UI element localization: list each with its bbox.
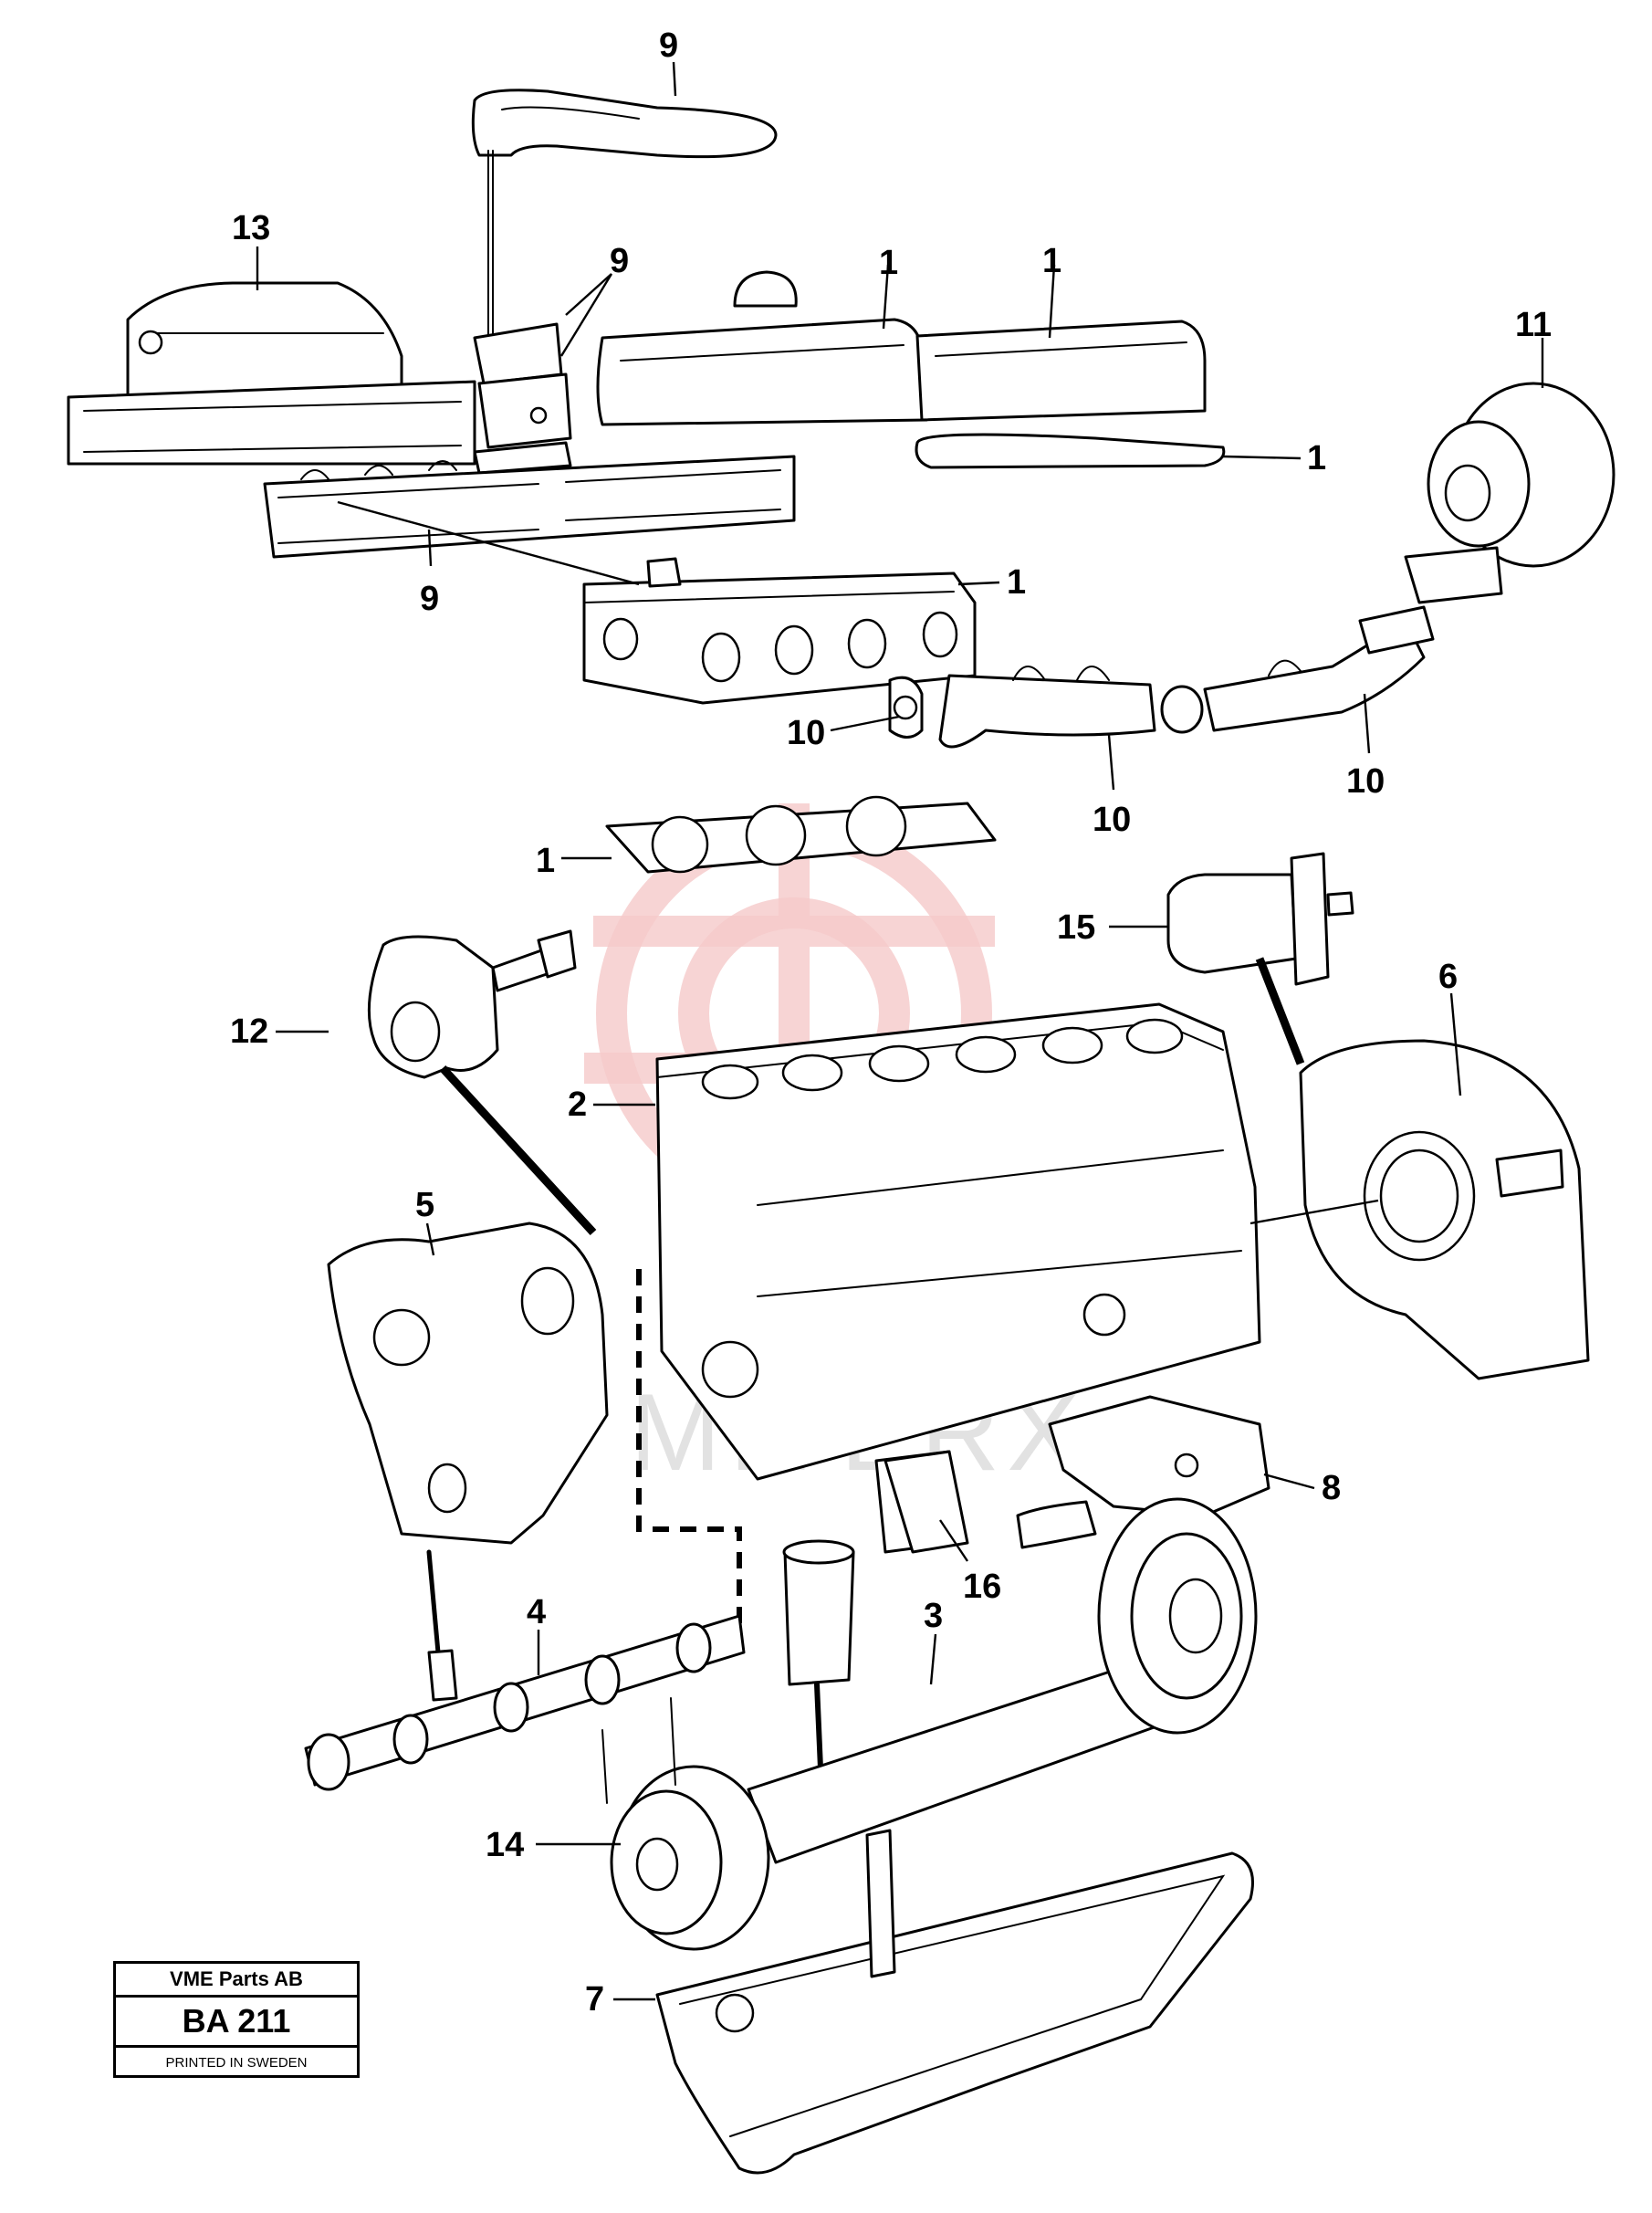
intake-manifold-part (263, 455, 796, 559)
callout-7: 7 (585, 1980, 604, 2019)
callout-11: 11 (1515, 306, 1552, 344)
callout-14: 14 (486, 1826, 524, 1864)
callout-1: 1 (1007, 563, 1026, 602)
camshaft-part (304, 1549, 746, 1791)
callout-13: 13 (232, 209, 270, 247)
engine-block-part (655, 1002, 1261, 1554)
callout-10: 10 (787, 714, 825, 752)
oil-sump-part (655, 1829, 1254, 2175)
leader-lines (256, 61, 1544, 2001)
cylinder-head-part (582, 557, 977, 705)
callout-6: 6 (1438, 958, 1458, 996)
flywheel-housing-part (1299, 1039, 1590, 1380)
title-block-printed: PRINTED IN SWEDEN (165, 2055, 308, 2071)
callout-9: 9 (659, 26, 678, 65)
valve-cover-part (596, 270, 1226, 469)
title-block-company: VME Parts AB (116, 1964, 357, 1998)
callout-3: 3 (924, 1597, 943, 1635)
callout-1: 1 (536, 842, 555, 880)
callout-1: 1 (879, 244, 898, 282)
callout-1: 1 (1042, 242, 1061, 280)
callout-10: 10 (1093, 801, 1131, 839)
title-block-code: BA 211 (116, 1998, 357, 2048)
callout-5: 5 (415, 1186, 434, 1224)
callout-8: 8 (1322, 1469, 1341, 1507)
head-gasket-part (605, 795, 997, 874)
callout-9: 9 (610, 242, 629, 280)
exhaust-manifold-part (888, 605, 1435, 749)
callout-16: 16 (963, 1568, 1001, 1606)
flange-block-part (473, 322, 572, 475)
crankshaft-part (747, 1497, 1258, 1864)
callout-2: 2 (568, 1086, 587, 1124)
alignment-dashed-line (636, 1269, 742, 1634)
callout-1: 1 (1307, 439, 1326, 477)
callout-15: 15 (1057, 908, 1095, 947)
callouts: 9 13 9 1 1 11 1 9 1 10 10 10 1 15 6 12 2… (230, 26, 1552, 2019)
intake-cover-part (67, 281, 476, 466)
title-block: VME Parts AB BA 211 PRINTED IN SWEDEN (113, 1961, 360, 2078)
crank-pulley-part (601, 1697, 770, 1951)
callout-9: 9 (420, 580, 439, 618)
callout-10: 10 (1346, 762, 1385, 801)
turbocharger-part (1404, 382, 1615, 604)
injection-pump-part (1016, 1395, 1270, 1549)
engine-bracket-part (884, 1450, 969, 1554)
callout-4: 4 (527, 1593, 546, 1631)
timing-cover-part (327, 1222, 609, 1545)
callout-12: 12 (230, 1012, 268, 1051)
starter-motor-part (1166, 852, 1354, 986)
oil-filter-head-part (367, 929, 577, 1079)
intake-pipe-part (471, 89, 778, 362)
